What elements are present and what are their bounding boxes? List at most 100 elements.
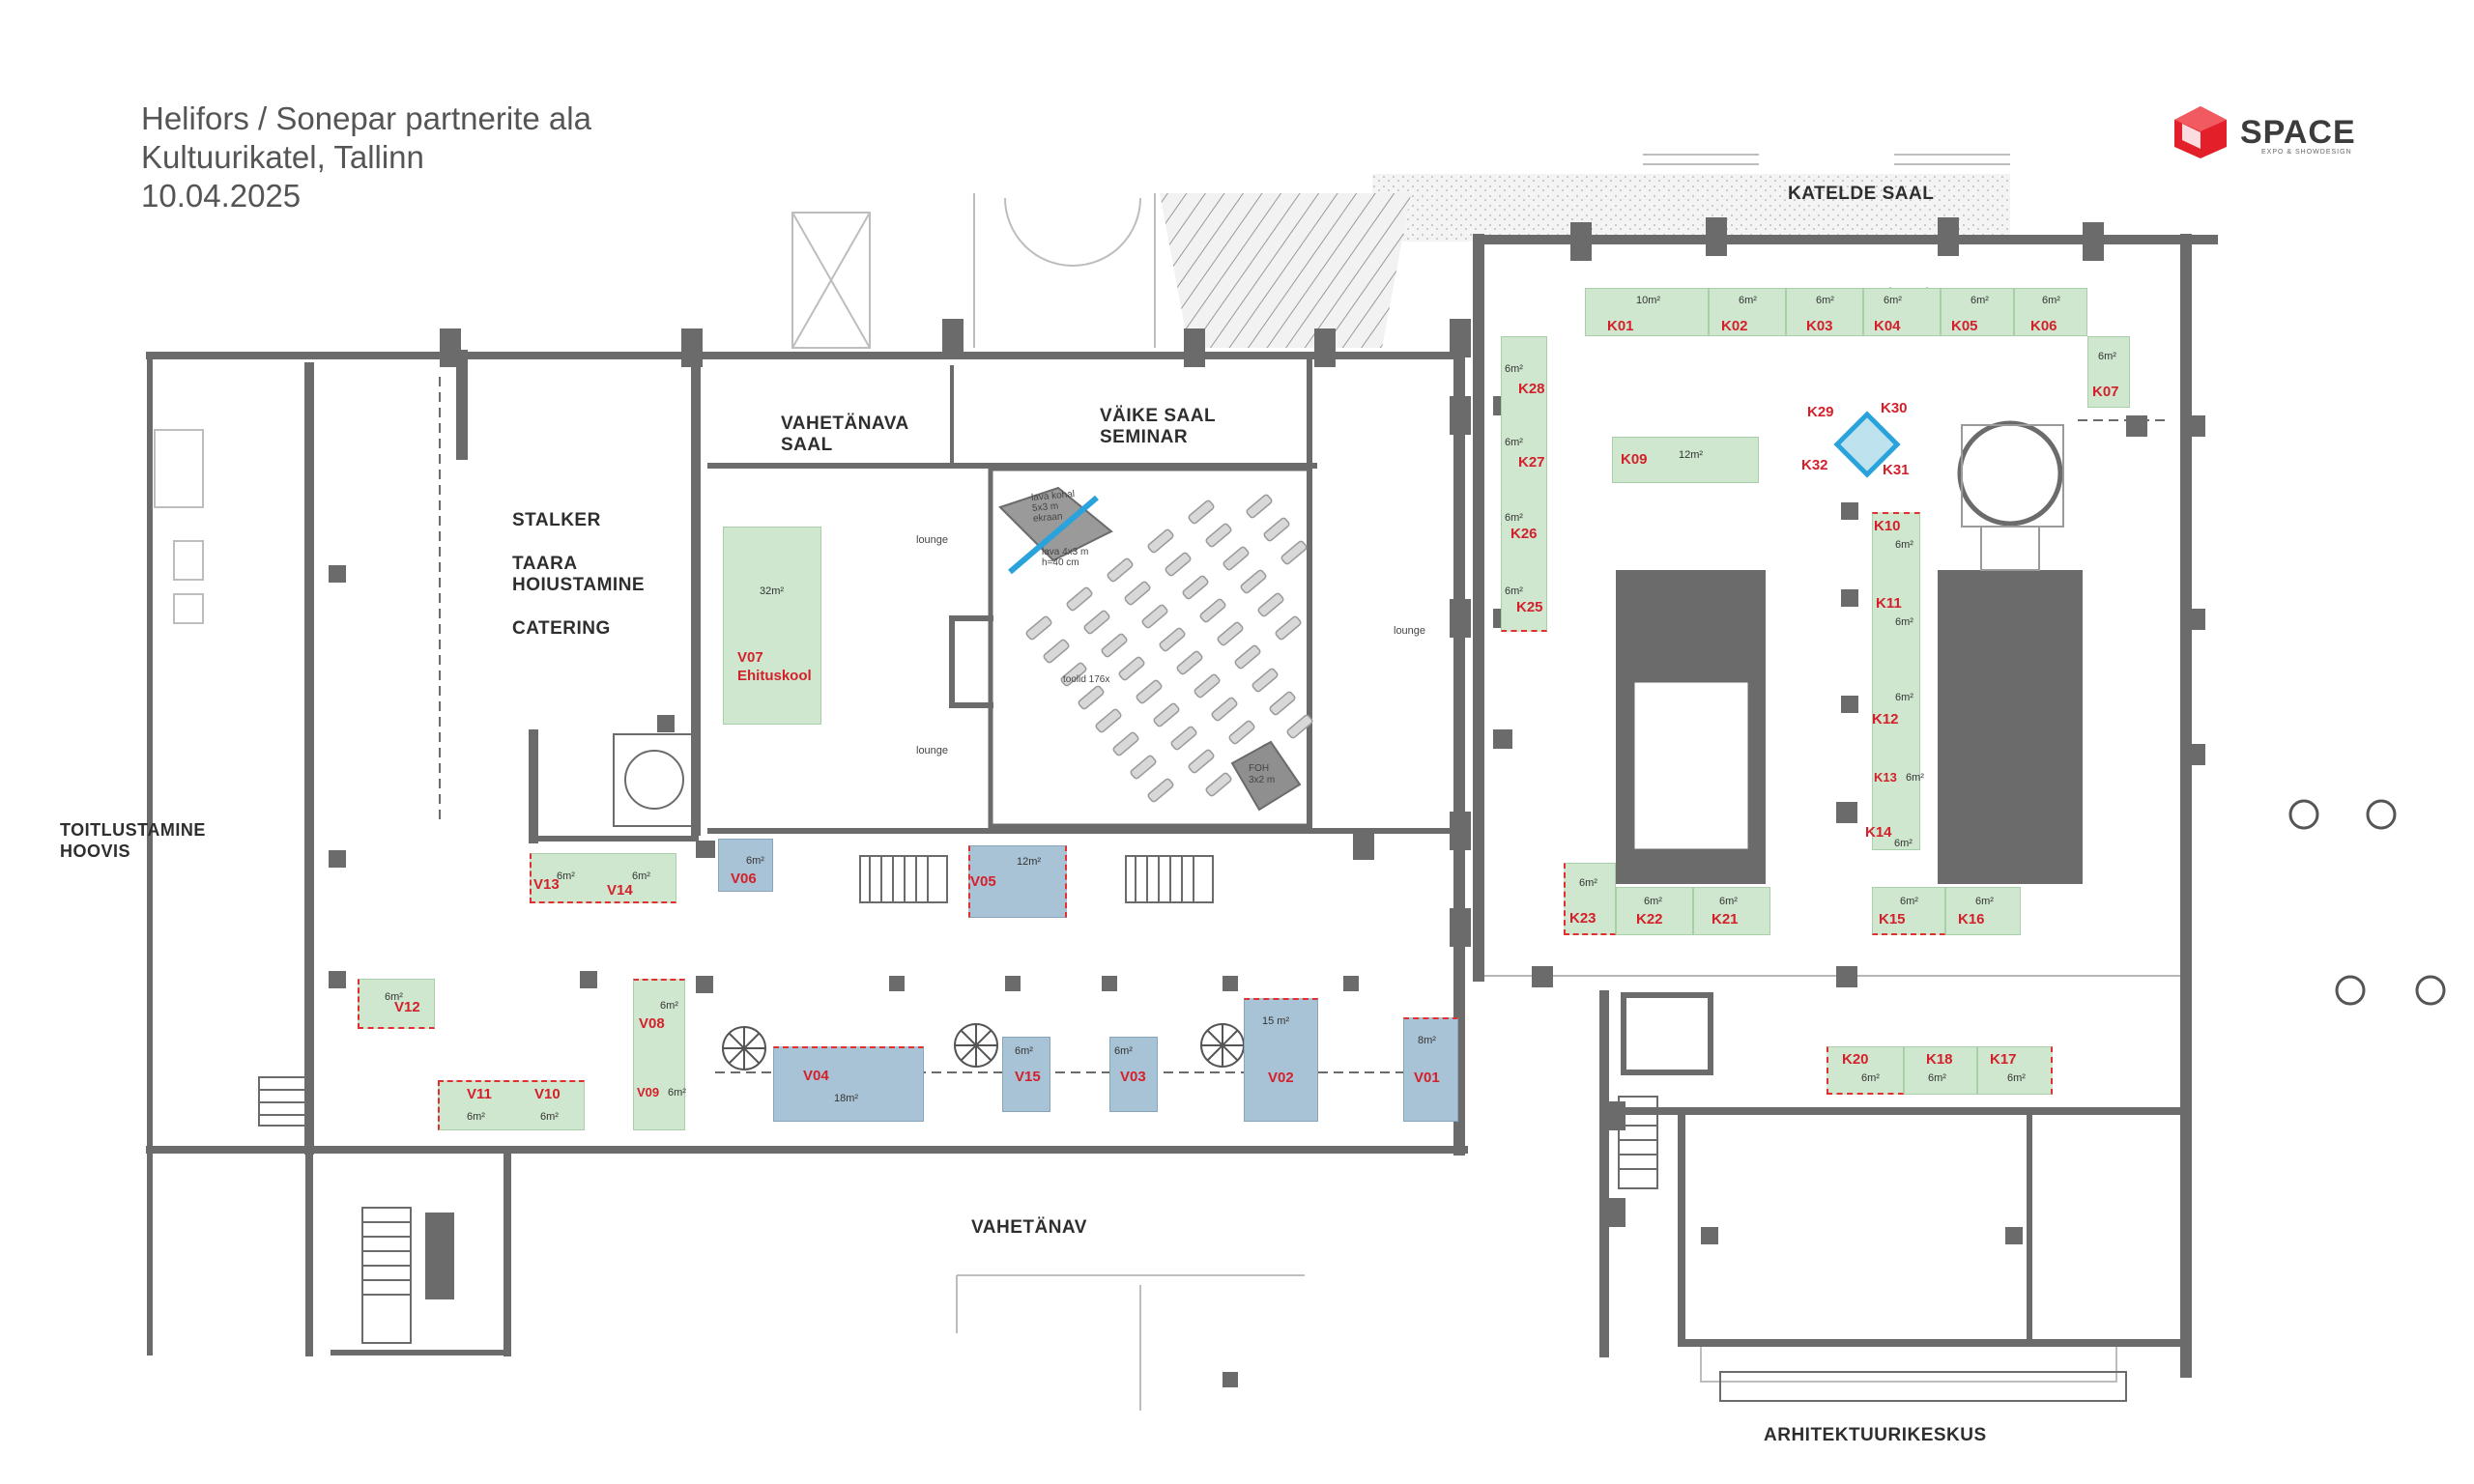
seat-row [1240,569,1267,594]
seat-row [1147,528,1174,554]
booth-k04[interactable]: 6m² K04 [1863,288,1941,336]
booth-k11[interactable]: K11 6m² [1876,595,1913,628]
booth-k30-label[interactable]: K30 [1881,400,1908,416]
seat-row [1246,494,1273,519]
seat-row [1228,720,1255,745]
seat-row [1176,650,1203,675]
seat-row [1066,586,1093,612]
room-stalker: STALKER [512,510,601,530]
booth-k12[interactable]: 6m² K12 [1872,692,1913,728]
seat-row [1141,604,1168,629]
booth-k32-label[interactable]: K32 [1801,457,1828,473]
booth-k25[interactable]: 6m² K25 [1505,585,1543,615]
room-vahetanav: VAHETÄNAV [971,1217,1087,1238]
seat-row [1060,662,1087,687]
booth-v08[interactable]: 6m² V08 [639,1000,678,1032]
booth-k01[interactable]: 10m² K01 [1585,288,1709,336]
booth-k28[interactable]: 6m² K28 [1505,363,1545,397]
booth-v02[interactable]: 15 m² V02 [1244,998,1318,1122]
logo-tagline: EXPO & SHOWDESIGN [2261,149,2352,156]
logo-wordmark: SPACE [2240,114,2356,151]
seat-row [1205,523,1232,548]
seat-row [1107,557,1134,583]
plan-date: 10.04.2025 [141,178,302,214]
seat-row [1165,552,1192,577]
booth-v09[interactable]: V09 6m² [637,1085,686,1099]
booth-k20[interactable]: K20 6m² [1827,1046,1904,1095]
booth-k06[interactable]: 6m² K06 [2014,288,2087,336]
booth-v12[interactable]: 6m² V12 [358,979,435,1029]
booth-k05[interactable]: 6m² K05 [1941,288,2014,336]
seat-row [1153,702,1180,728]
booth-k31-label[interactable]: K31 [1883,462,1910,478]
booth-k02[interactable]: 6m² K02 [1709,288,1786,336]
seat-row [1257,592,1284,617]
seat-row [1130,755,1157,780]
seat-row [1275,615,1302,641]
seat-row [1205,772,1232,797]
booth-k16[interactable]: 6m² K16 [1945,887,2021,935]
plan-venue: Kultuurikatel, Tallinn [141,139,424,175]
lounge-label: lounge [1394,625,1426,637]
booth-k03[interactable]: 6m² K03 [1786,288,1863,336]
lounge-label: lounge [916,534,949,546]
booth-k14[interactable]: K14 6m² [1865,824,1913,849]
booth-v07[interactable]: 32m² V07 Ehituskool [723,527,821,725]
booth-k13[interactable]: K13 6m² [1874,770,1924,785]
stage-lava [998,486,1113,562]
seat-row [1188,499,1215,525]
booth-k27[interactable]: 6m² K27 [1505,437,1545,471]
booth-v11-v10 [438,1080,585,1130]
seat-row [1025,615,1052,641]
booth-column-k28-k25 [1501,336,1547,632]
seat-row [1136,679,1163,704]
booth-v13-v14 [530,853,676,903]
seat-row [1194,673,1221,699]
booth-k17[interactable]: K17 6m² [1977,1046,2053,1095]
seat-row [1269,691,1296,716]
booth-k07[interactable]: 6m² K07 [2087,336,2130,408]
booth-k09[interactable]: K09 12m² [1612,437,1759,483]
booth-k15[interactable]: 6m² K15 [1872,887,1945,935]
booth-v06[interactable]: 6m² V06 [718,839,773,892]
seat-row [1223,546,1250,571]
booth-v03[interactable]: 6m² V03 [1109,1037,1158,1112]
courtyard-hatch [1372,174,2010,242]
booth-k18[interactable]: K18 6m² [1904,1046,1977,1095]
booth-v11[interactable]: V11 6m² [467,1086,492,1123]
foh-desk [1230,740,1302,812]
seat-row [1095,708,1122,733]
seating-label: toolid 176x [1063,674,1110,685]
booth-v04[interactable]: V04 18m² [773,1046,924,1122]
booth-v10[interactable]: V10 6m² [534,1086,561,1123]
seat-row [1211,697,1238,722]
booth-v05[interactable]: 12m² V05 [968,845,1067,918]
seat-row [1263,517,1290,542]
booth-k26[interactable]: 6m² K26 [1505,512,1538,542]
booth-k29-label[interactable]: K29 [1807,404,1834,420]
booth-v08-v09 [633,979,685,1130]
seat-row [1159,627,1186,652]
booth-v01[interactable]: 8m² V01 [1403,1017,1458,1122]
seat-row [1251,668,1279,693]
room-catering: CATERING [512,618,611,639]
booth-k23[interactable]: 6m² K23 [1564,863,1616,935]
booth-k22[interactable]: 6m² K22 [1616,887,1693,935]
booth-k21[interactable]: 6m² K21 [1693,887,1770,935]
seat-row [1147,778,1174,803]
booth-k10[interactable]: K10 6m² [1874,518,1913,551]
seat-row [1234,644,1261,670]
seat-row [1217,621,1244,646]
seat-row [1199,598,1226,623]
room-arhitektuurikeskus: ARHITEKTUURIKESKUS [1764,1425,1987,1445]
booth-v14[interactable]: 6m² V14 [607,870,650,899]
seat-row [1286,714,1313,739]
booth-v15[interactable]: 6m² V15 [1002,1037,1050,1112]
booth-v13[interactable]: 6m² V13 [533,870,575,893]
seat-row [1118,656,1145,681]
